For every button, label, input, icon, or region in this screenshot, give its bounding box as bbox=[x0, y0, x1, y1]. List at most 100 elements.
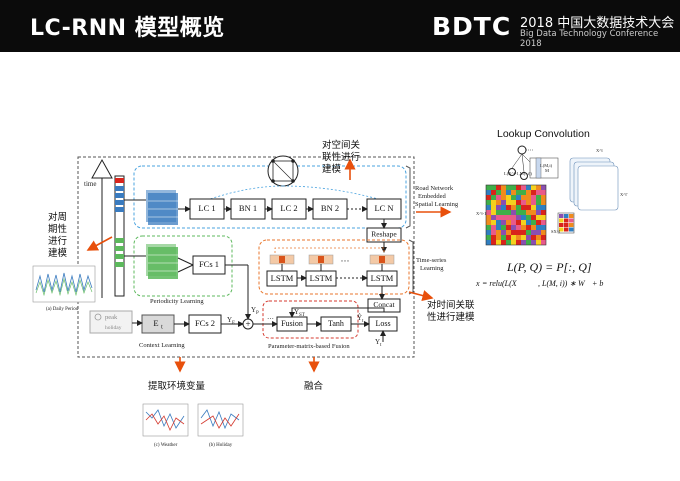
lstm-2-block: LSTM bbox=[305, 270, 337, 287]
heatmap-cell bbox=[511, 190, 516, 195]
svg-text:LSTM: LSTM bbox=[310, 273, 333, 283]
heatmap-cell bbox=[511, 195, 516, 200]
heatmap-cell bbox=[486, 185, 491, 190]
fcs-2-block: FCs 2 bbox=[188, 314, 222, 334]
header-bar: LC-RNN 模型概览 BDTC 2018 中国大数据技术大会 Big Data… bbox=[0, 0, 680, 52]
heatmap-cell bbox=[496, 230, 501, 235]
heatmap-cell bbox=[526, 215, 531, 220]
lookup-m-matrix bbox=[529, 157, 559, 179]
heatmap-cell bbox=[491, 215, 496, 220]
heatmap-cell bbox=[531, 240, 536, 245]
sx-cell bbox=[564, 218, 569, 223]
heatmap-cell bbox=[511, 225, 516, 230]
heatmap-cell bbox=[501, 185, 506, 190]
heatmap-cell bbox=[541, 220, 546, 225]
periodic-input-stack bbox=[146, 244, 178, 279]
heatmap-cell bbox=[506, 215, 511, 220]
heatmap-cell bbox=[506, 230, 511, 235]
periodic-annotation-1: 对周 bbox=[48, 211, 67, 223]
svg-text:···: ··· bbox=[341, 256, 350, 266]
heatmap-cell bbox=[506, 195, 511, 200]
heatmap-cell bbox=[531, 185, 536, 190]
svg-text:E: E bbox=[153, 318, 158, 328]
svg-text:(c) Weather: (c) Weather bbox=[154, 443, 178, 448]
heatmap-cell bbox=[541, 210, 546, 215]
periodicity-label: Periodicity Learning bbox=[150, 298, 204, 305]
heatmap-cell bbox=[491, 235, 496, 240]
heatmap-cell bbox=[501, 240, 506, 245]
lookup-sx-matrix bbox=[557, 212, 575, 234]
svg-text:Tanh: Tanh bbox=[328, 319, 344, 328]
heatmap-cell bbox=[516, 200, 521, 205]
heatmap-cell bbox=[486, 225, 491, 230]
svg-text:FCs 2: FCs 2 bbox=[195, 318, 215, 328]
heatmap-cell bbox=[491, 220, 496, 225]
lc-n-block: LC N bbox=[366, 198, 402, 220]
spatial-input-stack bbox=[146, 190, 178, 225]
heatmap-cell bbox=[501, 215, 506, 220]
fusion-section bbox=[262, 300, 359, 339]
heatmap-cell bbox=[536, 235, 541, 240]
svg-text:LC 2: LC 2 bbox=[280, 203, 297, 213]
heatmap-cell bbox=[531, 205, 536, 210]
yhat-label: Ŷ bbox=[357, 314, 362, 322]
temporal-annotation-2: 性进行建模 bbox=[427, 311, 475, 323]
heatmap-cell bbox=[521, 235, 526, 240]
heatmap-cell bbox=[486, 215, 491, 220]
heatmap-cell bbox=[506, 210, 511, 215]
fusion-label: Parameter-matrix-based Fusion bbox=[268, 343, 350, 350]
context-input-image: peak holiday bbox=[89, 310, 133, 334]
periodic-annotation-4: 建模 bbox=[48, 247, 68, 259]
svg-text:LSTM: LSTM bbox=[271, 273, 294, 283]
page-title: LC-RNN 模型概览 bbox=[30, 16, 225, 41]
sx-cell bbox=[559, 227, 564, 232]
heatmap-cell bbox=[506, 240, 511, 245]
svg-text:FCs 1: FCs 1 bbox=[199, 259, 219, 269]
heatmap-cell bbox=[501, 230, 506, 235]
heatmap-cell bbox=[516, 190, 521, 195]
svg-text:Reshape: Reshape bbox=[371, 230, 397, 239]
heatmap-cell bbox=[536, 190, 541, 195]
lookup-formula-1: L(P, Q) = P[:, Q] bbox=[506, 260, 592, 274]
lookup-label-lm: L(M,i) bbox=[540, 163, 553, 169]
heatmap-cell bbox=[521, 195, 526, 200]
heatmap-cell bbox=[516, 210, 521, 215]
time-axis: time bbox=[84, 158, 113, 298]
heatmap-cell bbox=[506, 220, 511, 225]
heatmap-cell bbox=[496, 215, 501, 220]
svg-text:ST: ST bbox=[299, 313, 305, 318]
heatmap-cell bbox=[501, 235, 506, 240]
fusion-annotation: 融合 bbox=[304, 380, 324, 392]
heatmap-cell bbox=[521, 230, 526, 235]
sx-cell bbox=[559, 223, 564, 227]
svg-text:P: P bbox=[256, 311, 259, 316]
heatmap-cell bbox=[531, 235, 536, 240]
heatmap-cell bbox=[496, 240, 501, 245]
heatmap-cell bbox=[506, 185, 511, 190]
heatmap-cell bbox=[501, 200, 506, 205]
lookup-label-sx: SX^l bbox=[551, 229, 561, 234]
heatmap-cell bbox=[501, 210, 506, 215]
heatmap-cell bbox=[501, 205, 506, 210]
heatmap-cell bbox=[531, 230, 536, 235]
spatial-annotation-2: 联性进行 bbox=[322, 151, 361, 163]
svg-text:LSTM: LSTM bbox=[371, 273, 394, 283]
holiday-label: holiday bbox=[105, 325, 122, 331]
svg-text:t: t bbox=[380, 343, 382, 348]
heatmap-cell bbox=[506, 190, 511, 195]
heatmap-cell bbox=[521, 210, 526, 215]
heatmap-cell bbox=[541, 205, 546, 210]
heatmap-cell bbox=[536, 220, 541, 225]
bn-2-block: BN 2 bbox=[312, 198, 348, 220]
heatmap-cell bbox=[536, 205, 541, 210]
sx-cell bbox=[569, 214, 574, 218]
svg-text:E: E bbox=[232, 321, 235, 326]
heatmap-cell bbox=[531, 200, 536, 205]
svg-text:+ b: + b bbox=[592, 279, 603, 288]
sx-cell bbox=[569, 218, 574, 223]
heatmap-cell bbox=[521, 205, 526, 210]
fusion-block: Fusion bbox=[276, 316, 308, 332]
periodic-arrow bbox=[86, 236, 113, 251]
holiday-thumbnail: (b) Holiday bbox=[197, 403, 244, 448]
